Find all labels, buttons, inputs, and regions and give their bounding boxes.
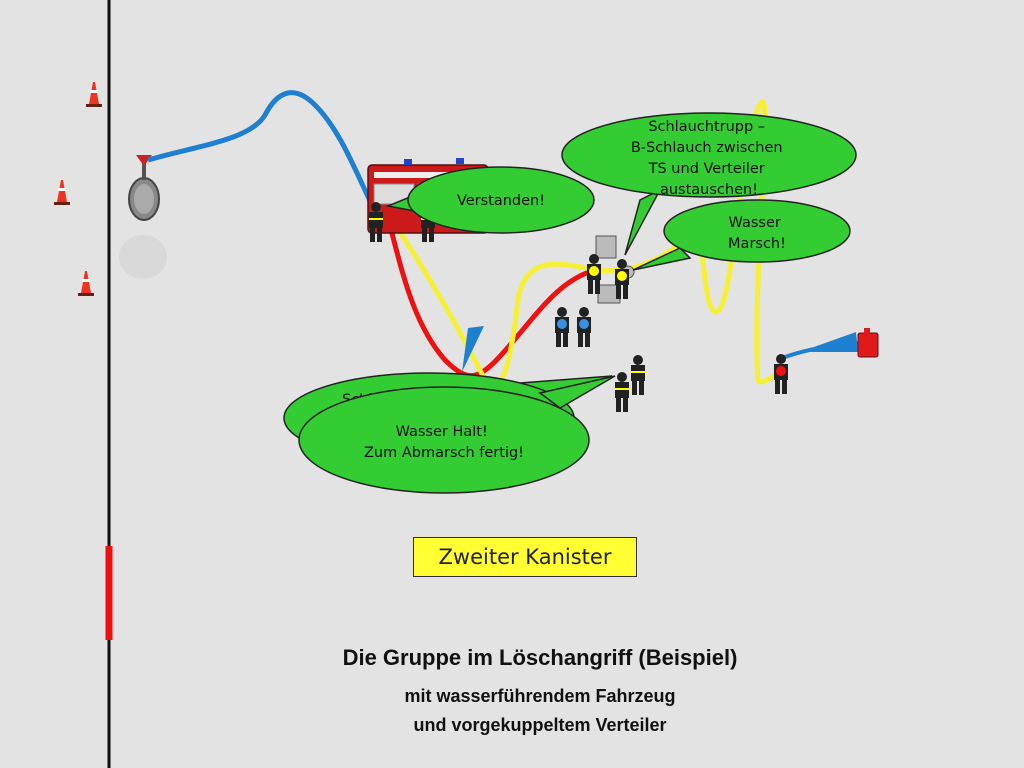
hydrant-icon xyxy=(119,155,167,279)
caption-subtitle-1: mit wasserführendem Fahrzeug xyxy=(404,686,676,706)
traffic-cone-icon xyxy=(86,82,102,107)
firefighter-icon xyxy=(555,307,569,347)
hose-red xyxy=(384,214,596,379)
firefighter-icon xyxy=(615,259,629,299)
firefighter-icon xyxy=(587,254,601,294)
firefighter-icon xyxy=(577,307,591,347)
bubble-text: Schlauchtrupp – xyxy=(648,119,765,135)
label-second-canister: Zweiter Kanister xyxy=(413,537,637,577)
traffic-cone-icon xyxy=(78,271,94,296)
speech-bubble-verstanden: Verstanden! xyxy=(385,166,595,234)
caption-title: Die Gruppe im Löschangriff (Beispiel) xyxy=(342,645,738,670)
firefighter-icon xyxy=(774,354,788,394)
speech-bubble-wasser-marsch: Wasser Marsch! xyxy=(632,199,851,271)
svg-text:Wasser Halt! Zum Abmarsc: Wasser Halt! Zum Abmarsch fertig! xyxy=(364,424,524,461)
jerrycan-icon xyxy=(857,328,879,358)
firefighter-icon xyxy=(615,372,629,412)
nozzle-stream-icon xyxy=(800,332,858,352)
firefighter-icon xyxy=(369,202,383,242)
hose-blue xyxy=(147,90,375,207)
speech-bubble-wasser-halt: Wasser Halt! Zum Abmarsch fertig! xyxy=(298,375,616,494)
bubble-text: Marsch! xyxy=(728,236,786,252)
water-jet-icon xyxy=(462,326,484,372)
bubble-text: austauschen! xyxy=(660,182,758,198)
bubble-text: Wasser xyxy=(729,215,781,231)
svg-text:Schlauchtrupp – B-Schlau: Schlauchtrupp – B-Schlauch zwischen TS u… xyxy=(631,119,787,198)
svg-text:Wasser Marsch!: Wasser Marsch! xyxy=(728,215,786,252)
firefighter-icon xyxy=(631,355,645,395)
bubble-text: TS und Verteiler xyxy=(648,161,765,177)
caption-subtitle-2: und vorgekuppeltem Verteiler xyxy=(413,715,667,735)
speech-bubble-schlauchtrupp: Schlauchtrupp – B-Schlauch zwischen TS u… xyxy=(561,112,857,256)
traffic-cone-icon xyxy=(54,180,70,205)
bubble-text: Verstanden! xyxy=(457,193,545,209)
bubble-text: B-Schlauch zwischen xyxy=(631,140,783,156)
bubble-text: Wasser Halt! xyxy=(396,424,488,440)
bubble-text: Zum Abmarsch fertig! xyxy=(364,445,524,461)
